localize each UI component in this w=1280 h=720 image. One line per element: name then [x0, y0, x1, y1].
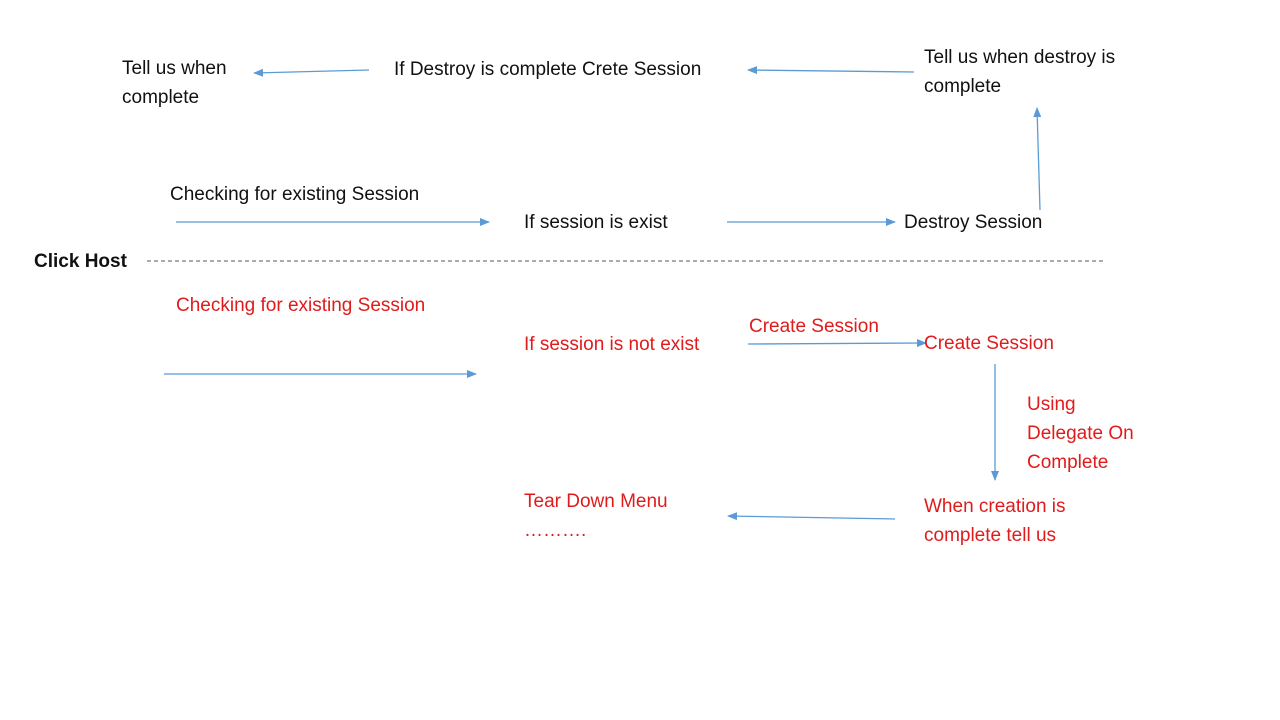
arrow-destroy-to-tell-destroy: [1033, 107, 1042, 211]
checking-existing-session-red-node: Checking for existing Session: [176, 295, 426, 316]
when-creation-complete-node: When creation is complete tell us: [924, 496, 1066, 546]
click-host-label: Click Host: [34, 251, 127, 272]
create-session-node: Create Session: [924, 333, 1054, 354]
arrow-not-exist-to-create: [747, 339, 927, 348]
tell-us-when-destroy-complete-node: Tell us when destroy is complete: [924, 47, 1116, 97]
if-destroy-complete-node: If Destroy is complete Crete Session: [394, 59, 702, 80]
tell-us-when-complete-node: Tell us when complete: [122, 58, 227, 108]
create-session-edge-label: Create Session: [749, 316, 879, 337]
destroy-session-node: Destroy Session: [904, 212, 1043, 233]
using-delegate-label: Using Delegate On Complete: [1027, 394, 1134, 473]
checking-existing-session-node: Checking for existing Session: [170, 184, 420, 205]
arrow-when-complete-to-teardown: [727, 512, 896, 521]
if-session-not-exist-node: If session is not exist: [524, 334, 700, 355]
arrow-tell-destroy-to-create: [747, 66, 915, 75]
if-session-exist-node: If session is exist: [524, 212, 668, 233]
arrow-create-to-tell-complete: [253, 68, 370, 77]
tear-down-menu-node: Tear Down Menu ……….: [524, 491, 668, 541]
